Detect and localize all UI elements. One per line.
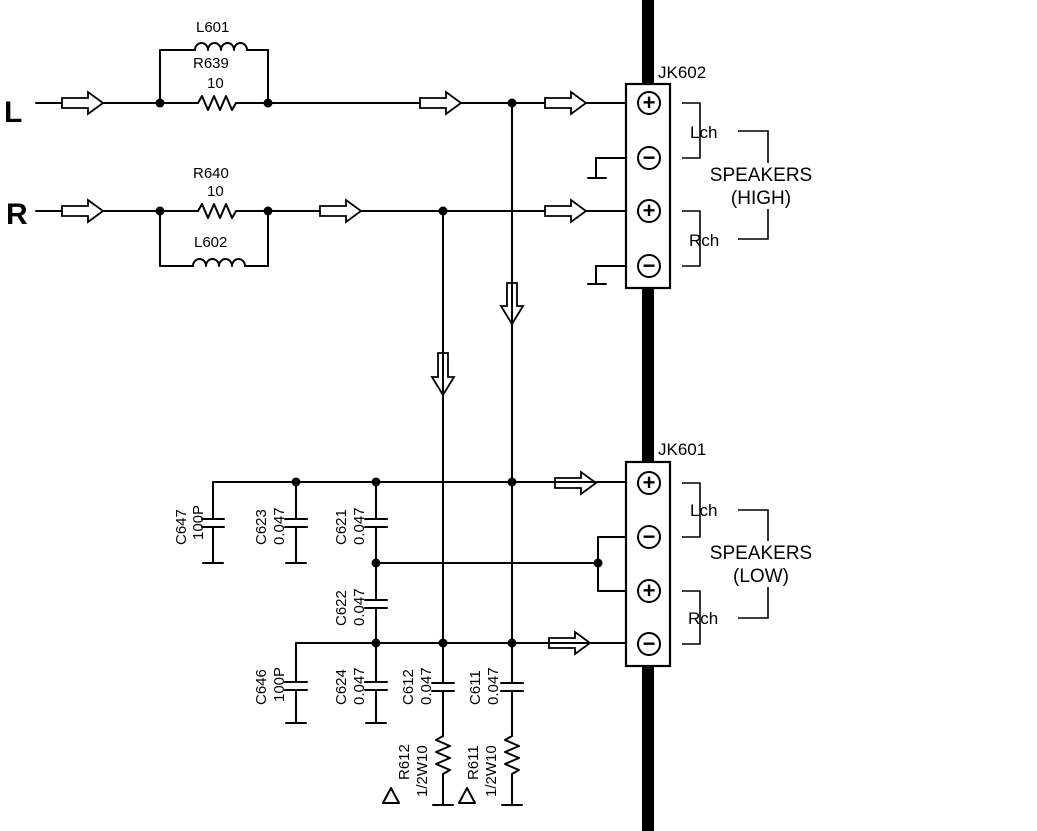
arrow-R-out-high [544, 198, 588, 224]
jack-high-title-1: SPEAKERS [710, 165, 812, 186]
label-C623: C623 [253, 509, 270, 545]
safety-mark-R611 [458, 787, 476, 804]
capacitor-C622 [364, 562, 388, 644]
arrow-R-mid [319, 198, 363, 224]
jack-high-connector [624, 82, 672, 290]
value-R612: 1/2W10 [414, 745, 431, 797]
value-C621: 0.047 [351, 507, 368, 545]
arrow-L-mid [419, 90, 463, 116]
jack-low-pin-r-minus[interactable] [637, 632, 661, 656]
label-C621: C621 [333, 509, 350, 545]
svg-text:−: − [643, 524, 656, 549]
value-C612: 0.047 [418, 667, 435, 705]
jack-high-lch: Lch [690, 123, 717, 142]
capacitor-C611 [500, 682, 524, 737]
value-C647: 100P [190, 505, 207, 540]
value-R611: 1/2W10 [483, 745, 500, 797]
arrow-R-in [61, 198, 105, 224]
value-R639: 10 [207, 75, 224, 92]
label-C622: C622 [333, 590, 350, 626]
jack-low-title-bg [695, 541, 827, 587]
capacitor-C623 [284, 481, 308, 564]
label-R639: R639 [193, 55, 229, 72]
capacitor-C624 [364, 642, 388, 724]
jack-high-pin-r-plus[interactable] [637, 199, 661, 223]
svg-text:+: + [643, 90, 656, 115]
svg-text:+: + [643, 470, 656, 495]
value-C624: 0.047 [351, 667, 368, 705]
jack-low-id: JK601 [658, 440, 706, 459]
jack-high-title-2: (HIGH) [731, 188, 791, 209]
label-C646: C646 [253, 669, 270, 705]
jack-high-rch: Rch [689, 231, 719, 250]
label-R611: R611 [465, 745, 482, 780]
capacitor-C646 [284, 642, 308, 724]
resistor-R612 [432, 735, 454, 806]
label-C647: C647 [173, 509, 190, 545]
safety-mark-R612 [382, 787, 400, 804]
jack-low-pin-l-plus[interactable] [637, 471, 661, 495]
jack-low-rch: Rch [688, 609, 718, 628]
jack-low-connector [624, 460, 672, 668]
input-label-right: R [6, 198, 28, 231]
jack-low-pins: + − + − [637, 470, 661, 656]
jack-low-pin-r-plus[interactable] [637, 579, 661, 603]
capacitor-C621 [364, 481, 388, 564]
label-L602: L602 [194, 234, 227, 251]
arrow-L-in [61, 90, 105, 116]
jack-high-id: JK602 [658, 63, 706, 82]
jack-low-title-1: SPEAKERS [710, 543, 812, 564]
resistor-R611 [501, 735, 523, 806]
jack-high-pin-r-minus[interactable] [637, 254, 661, 278]
value-C622: 0.047 [351, 588, 368, 626]
jack-high-pin-l-minus[interactable] [637, 146, 661, 170]
signal-arrows [61, 90, 598, 656]
jack-high-pin-l-plus[interactable] [637, 91, 661, 115]
jack-high-grounds [587, 157, 627, 285]
jack-high-title-bg [695, 163, 827, 209]
vertical-branches [442, 102, 513, 684]
value-R640: 10 [207, 183, 224, 200]
input-label-left: L [4, 96, 22, 129]
jack-low-lch: Lch [690, 501, 717, 520]
arrow-L-out-high [544, 90, 588, 116]
label-C611: C611 [467, 670, 484, 705]
inductor-L602 [192, 258, 246, 267]
svg-text:−: − [643, 253, 656, 278]
jack-high-pins: + − + − [637, 90, 661, 278]
capacitor-C647 [201, 481, 225, 564]
label-R612: R612 [396, 744, 413, 780]
jack-low-pin-l-minus[interactable] [637, 525, 661, 549]
jack-low-title-2: (LOW) [733, 566, 789, 587]
svg-text:+: + [643, 578, 656, 603]
value-C646: 100P [271, 667, 288, 702]
low-section-wiring [212, 477, 641, 648]
svg-text:−: − [643, 631, 656, 656]
value-C623: 0.047 [271, 507, 288, 545]
capacitor-C612 [431, 682, 455, 737]
label-L601: L601 [196, 19, 229, 36]
value-C611: 0.047 [485, 667, 502, 705]
inductor-L601 [194, 42, 248, 51]
label-C612: C612 [400, 669, 417, 705]
resistor-R639 [197, 95, 237, 111]
label-C624: C624 [333, 669, 350, 705]
label-R640: R640 [193, 165, 229, 182]
svg-text:+: + [643, 198, 656, 223]
resistor-R640 [197, 203, 237, 219]
svg-text:−: − [643, 145, 656, 170]
